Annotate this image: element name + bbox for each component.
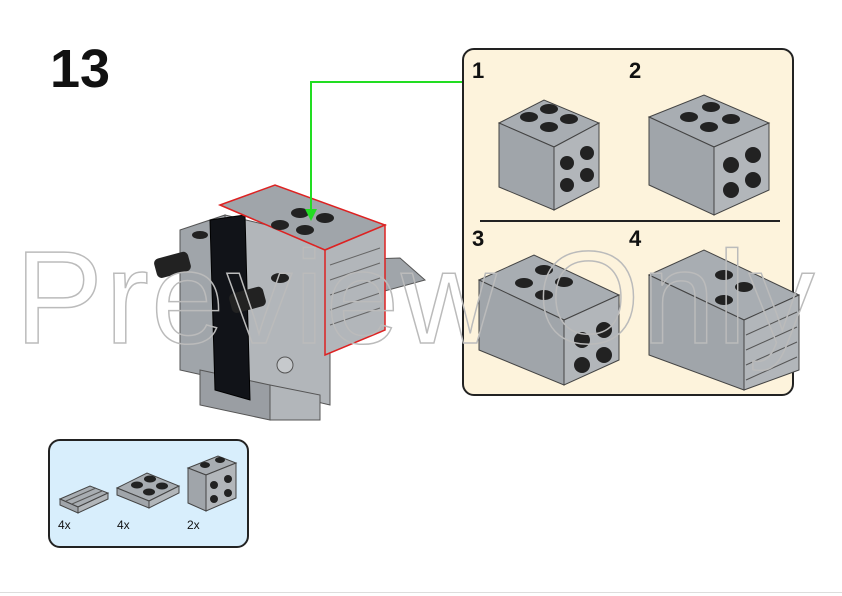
substep-4-illustration <box>647 249 801 391</box>
part-qty-2: 4x <box>117 518 130 532</box>
substep-label-2: 2 <box>629 58 642 83</box>
parts-list-panel: 4x 4x 2x <box>48 439 249 548</box>
brick-2x2-side-studs-icon <box>186 455 238 512</box>
step-number: 13 <box>50 39 111 99</box>
subassembly-callout: 1 2 3 4 <box>462 48 801 396</box>
page-bottom-rule <box>0 592 842 593</box>
substep-label-1: 1 <box>472 58 485 83</box>
substep-1-illustration <box>497 99 601 211</box>
substep-2-illustration <box>647 94 771 216</box>
substep-label-3: 3 <box>472 226 485 251</box>
grille-tile-icon <box>58 485 110 514</box>
part-qty-3: 2x <box>187 518 200 532</box>
substep-divider <box>480 220 780 222</box>
callout-arrow <box>305 81 462 221</box>
substep-label-4: 4 <box>629 226 642 251</box>
substep-3-illustration <box>477 254 621 386</box>
main-model-illustration <box>154 184 427 421</box>
plate-2x2-icon <box>115 472 181 509</box>
part-qty-1: 4x <box>58 518 71 532</box>
